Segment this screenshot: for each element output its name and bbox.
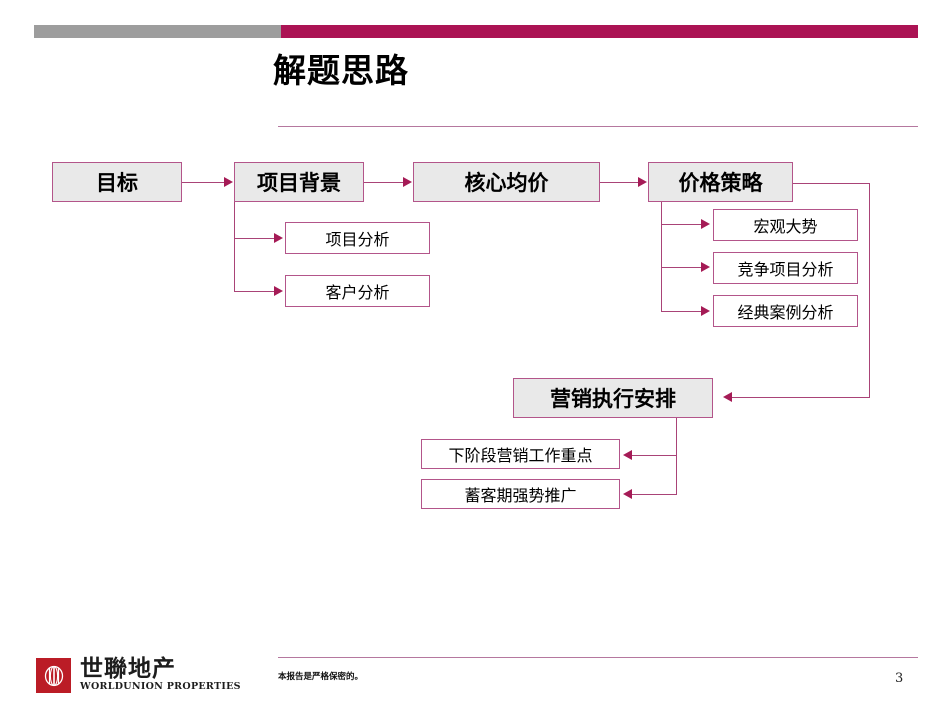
connector-price-strategy-right-stub — [793, 183, 870, 184]
brand-name-en: WORLDUNION PROPERTIES — [80, 681, 241, 692]
arrowhead-competitor — [701, 262, 710, 272]
flow-box-competitor-analysis[interactable]: 竞争项目分析 — [713, 252, 858, 284]
flow-box-background[interactable]: 项目背景 — [234, 162, 364, 202]
worldunion-logo-icon — [36, 658, 71, 693]
connector-background-to-core-price — [364, 182, 404, 183]
flow-box-project-analysis[interactable]: 项目分析 — [285, 222, 430, 254]
arrowhead-project-analysis — [274, 233, 283, 243]
connector-price-to-classic-case — [661, 311, 703, 312]
confidentiality-note: 本报告是严格保密的。 — [278, 671, 364, 681]
connector-goal-to-background — [182, 182, 225, 183]
connector-price-strategy-down — [869, 183, 870, 398]
connector-execution-trunk — [676, 418, 677, 495]
arrowhead-core-price-to-price-strategy — [638, 177, 647, 187]
header-bar-gray — [34, 25, 281, 38]
arrowhead-background-to-core-price — [403, 177, 412, 187]
page-title: 解题思路 — [273, 52, 409, 89]
flow-box-next-stage-focus[interactable]: 下阶段营销工作重点 — [421, 439, 620, 469]
arrowhead-macro-trend — [701, 219, 710, 229]
flow-box-buildup-promo[interactable]: 蓄客期强势推广 — [421, 479, 620, 509]
footer-divider — [278, 657, 918, 658]
flow-box-price-strategy[interactable]: 价格策略 — [648, 162, 793, 202]
connector-background-to-project-analysis — [234, 238, 276, 239]
connector-into-execution — [732, 397, 870, 398]
arrowhead-classic-case — [701, 306, 710, 316]
brand-name-cn: 世聯地产 — [80, 655, 176, 682]
connector-execution-to-buildup-promo — [632, 494, 677, 495]
brand-logo: 世聯地产 WORLDUNION PROPERTIES — [36, 656, 240, 698]
flow-box-goal[interactable]: 目标 — [52, 162, 182, 202]
connector-background-to-customer-analysis — [234, 291, 276, 292]
flow-box-marketing-execution[interactable]: 营销执行安排 — [513, 378, 713, 418]
arrowhead-buildup-promo — [623, 489, 632, 499]
connector-execution-to-next-stage-focus — [632, 455, 677, 456]
connector-price-to-competitor — [661, 267, 703, 268]
arrowhead-next-stage-focus — [623, 450, 632, 460]
flow-box-customer-analysis[interactable]: 客户分析 — [285, 275, 430, 307]
arrowhead-goal-to-background — [224, 177, 233, 187]
connector-background-trunk — [234, 202, 235, 291]
header-bar-magenta — [281, 25, 918, 38]
brand-logo-text: 世聯地产 WORLDUNION PROPERTIES — [80, 656, 241, 693]
arrowhead-customer-analysis — [274, 286, 283, 296]
flow-box-macro-trend[interactable]: 宏观大势 — [713, 209, 858, 241]
arrowhead-execution — [723, 392, 732, 402]
flow-box-core-price[interactable]: 核心均价 — [413, 162, 600, 202]
connector-price-strategy-trunk — [661, 202, 662, 312]
connector-price-to-macro-trend — [661, 224, 703, 225]
connector-core-price-to-price-strategy — [600, 182, 639, 183]
page-number: 3 — [895, 671, 904, 686]
flow-box-classic-case[interactable]: 经典案例分析 — [713, 295, 858, 327]
title-divider — [278, 126, 918, 127]
